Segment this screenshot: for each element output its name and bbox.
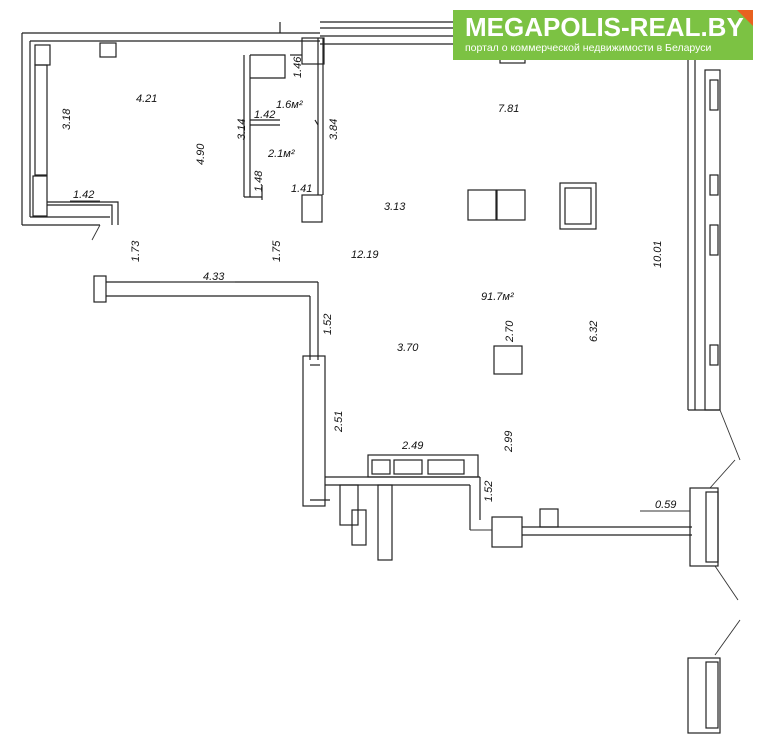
dim-label: 1.52	[322, 314, 334, 335]
dim-label: 1.48	[253, 170, 265, 192]
dim-label: 3.18	[61, 108, 73, 130]
dim-label: 1.52	[483, 481, 495, 502]
dim-label: 1.42	[254, 109, 275, 121]
dim-label: 4.21	[136, 93, 157, 105]
dim-label: 3.84	[328, 119, 340, 140]
dim-label: 4.90	[195, 143, 207, 165]
dim-label: 1.41	[291, 183, 312, 195]
area-label: 91.7м²	[481, 291, 514, 303]
dim-label: 1.46	[292, 56, 304, 78]
dim-label: 3.70	[397, 342, 419, 354]
dim-label: 6.32	[588, 321, 600, 342]
dim-label: 7.81	[498, 103, 519, 115]
dim-label: 2.49	[401, 440, 423, 452]
logo-subtitle: портал о коммерческой недвижимости в Бел…	[465, 42, 712, 54]
left-wall	[21, 33, 119, 241]
wc-partitions	[243, 37, 325, 223]
logo-title: MEGAPOLIS-REAL.BY	[465, 12, 744, 42]
dim-label: 2.99	[503, 431, 515, 453]
columns	[467, 44, 597, 375]
dim-label: 1.42	[73, 189, 94, 201]
dim-label: 4.33	[203, 271, 225, 283]
site-logo-banner: MEGAPOLIS-REAL.BY портал о коммерческой …	[453, 10, 753, 60]
dim-label: 3.13	[384, 201, 406, 213]
dim-label: 0.59	[655, 499, 676, 511]
right-wall	[687, 60, 741, 734]
top-wall	[22, 21, 460, 45]
banner-corner-triangle	[737, 10, 753, 26]
area-label: 1.6м²	[276, 99, 303, 111]
dim-label: 10.01	[652, 240, 664, 268]
dim-label: 1.73	[130, 240, 142, 262]
bottom-structures	[325, 454, 692, 561]
dim-label: 3.14	[236, 119, 248, 140]
dim-label: 1.75	[271, 240, 283, 262]
dimension-lines	[70, 200, 690, 512]
dim-label: 12.19	[351, 249, 379, 261]
corridor-walls	[93, 275, 330, 507]
dim-label: 2.70	[504, 320, 516, 343]
dim-label: 2.51	[333, 411, 345, 433]
area-label: 2.1м²	[267, 148, 295, 160]
